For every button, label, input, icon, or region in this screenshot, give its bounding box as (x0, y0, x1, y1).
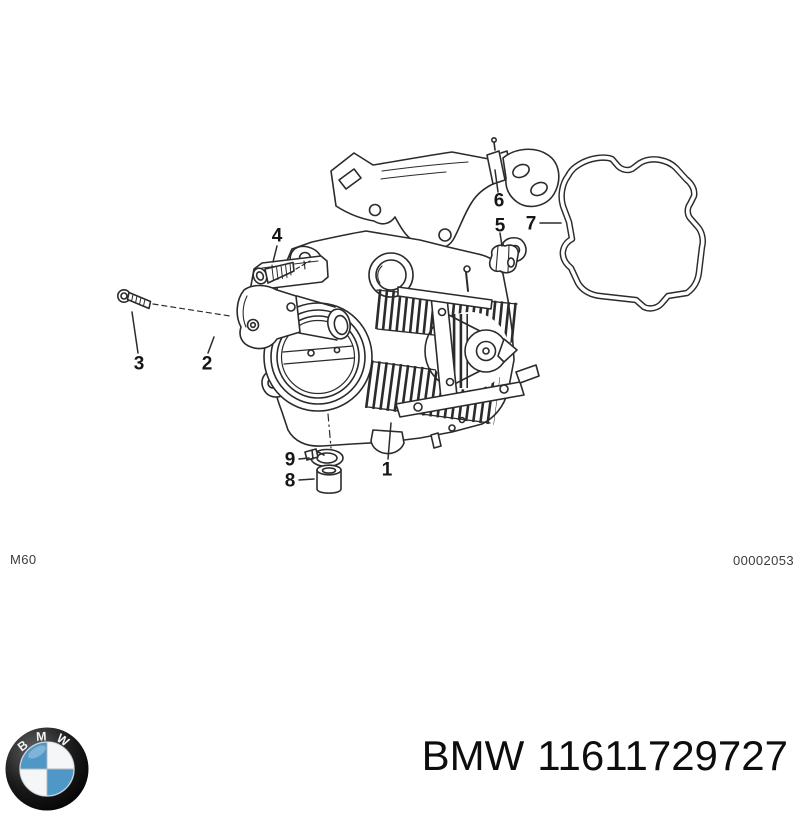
model-code: M60 (10, 552, 37, 567)
doc-number: 00002053 (732, 553, 794, 568)
part-gasket (558, 154, 707, 312)
exploded-diagram (117, 137, 707, 494)
brand-text: BMW (421, 732, 525, 779)
bmw-roundel-icon: BMW (5, 727, 89, 811)
part-bracket (330, 137, 560, 250)
part-bolt (252, 261, 295, 285)
leader-lines (131, 169, 562, 481)
part-number-text: 11611729727 (537, 732, 788, 779)
callout-3: 3 (133, 353, 145, 375)
part-bushing (316, 464, 342, 494)
callout-5: 5 (494, 215, 506, 237)
callout-9: 9 (284, 449, 296, 471)
callout-8: 8 (284, 470, 296, 492)
callout-1: 1 (381, 459, 393, 481)
parts-catalog-image: 1 2 3 4 5 6 7 8 9 M60 00002053 (5, 137, 794, 811)
callout-4: 4 (271, 225, 283, 247)
part-number-line: BMW 11611729727 (422, 735, 788, 777)
callout-6: 6 (493, 190, 505, 212)
callout-7: 7 (525, 213, 537, 235)
part-nut (488, 244, 519, 274)
part-clamp (304, 448, 344, 468)
part-screw (117, 288, 152, 310)
bmw-logo: BMW (3, 725, 91, 813)
callout-2: 2 (201, 353, 213, 375)
